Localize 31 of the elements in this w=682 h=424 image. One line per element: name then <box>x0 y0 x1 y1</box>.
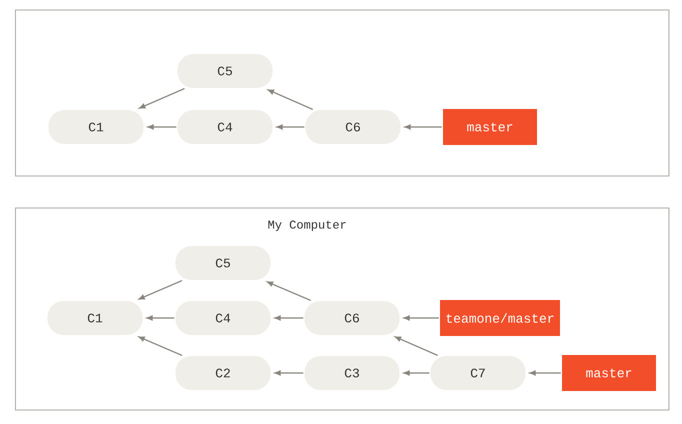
commit-pill: C6 <box>304 301 400 335</box>
arrow <box>138 280 182 300</box>
box-outline <box>15 10 670 176</box>
arrow <box>404 370 430 376</box>
branch-label: master <box>443 109 537 145</box>
arrow <box>139 88 185 109</box>
arrow <box>404 315 439 321</box>
arrow <box>274 315 304 321</box>
branch-label: teamone/master <box>440 300 560 336</box>
arrow <box>146 315 174 321</box>
commit-pill: C5 <box>176 246 270 280</box>
commit-pill: C4 <box>178 110 272 144</box>
commit-pill: C6 <box>306 110 400 144</box>
arrow <box>404 124 442 130</box>
branch-label: master <box>562 355 656 391</box>
commit-pill: C5 <box>178 54 272 88</box>
arrow <box>394 336 438 356</box>
commit-pill: C2 <box>176 356 270 390</box>
arrow <box>266 281 311 301</box>
arrow <box>268 89 313 110</box>
arrow <box>276 124 304 130</box>
arrow <box>530 370 561 376</box>
commit-pill: C3 <box>304 356 400 390</box>
commit-pill: C4 <box>176 301 270 335</box>
commit-pill: C7 <box>430 356 526 390</box>
arrow <box>138 336 182 356</box>
arrow <box>148 124 176 130</box>
commit-pill: C1 <box>48 110 144 144</box>
arrow <box>274 370 304 376</box>
frame-title: My Computer <box>268 220 346 232</box>
commit-pill: C1 <box>48 301 142 335</box>
